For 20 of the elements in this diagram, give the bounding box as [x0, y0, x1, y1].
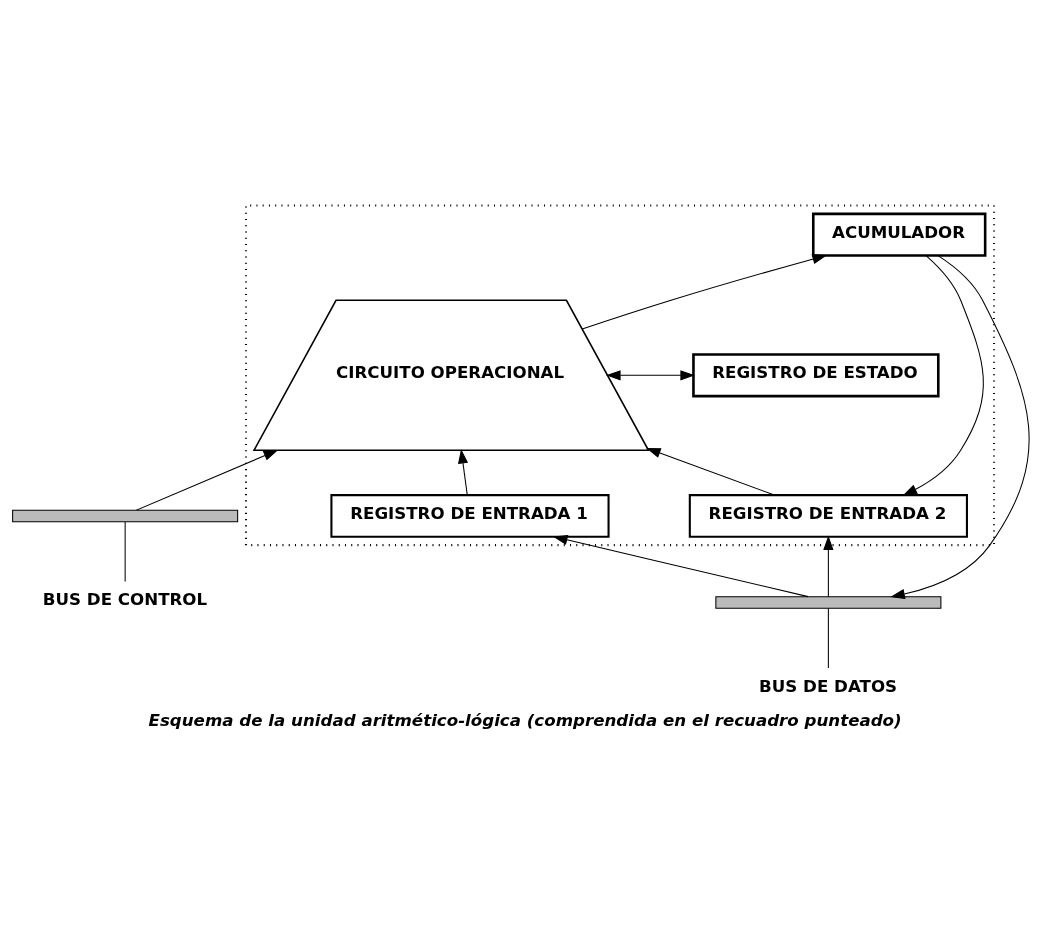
node-text: BUS DE DATOS	[759, 676, 898, 696]
node-bar	[715, 596, 942, 609]
arrow	[606, 370, 695, 381]
arrow	[135, 449, 279, 511]
arrow	[552, 534, 809, 598]
arrow	[902, 255, 984, 496]
node-box: REGISTRO DE ENTRADA 2	[688, 494, 968, 538]
arrow	[457, 448, 469, 496]
arrow	[581, 254, 827, 330]
caption: Esquema de la unidad aritmético-lógica (comprendida en el recuadro punteado)	[148, 711, 902, 731]
arrow	[646, 447, 775, 496]
node-bar	[12, 509, 239, 523]
node-box: ACUMULADOR	[811, 212, 987, 257]
arrow	[823, 535, 834, 598]
connector	[124, 521, 126, 582]
connector	[827, 608, 829, 669]
node-text: BUS DE CONTROL	[42, 590, 208, 610]
node-box: REGISTRO DE ENTRADA 1	[330, 494, 610, 538]
node-box: REGISTRO DE ESTADO	[692, 353, 940, 398]
arrow	[890, 255, 1030, 600]
